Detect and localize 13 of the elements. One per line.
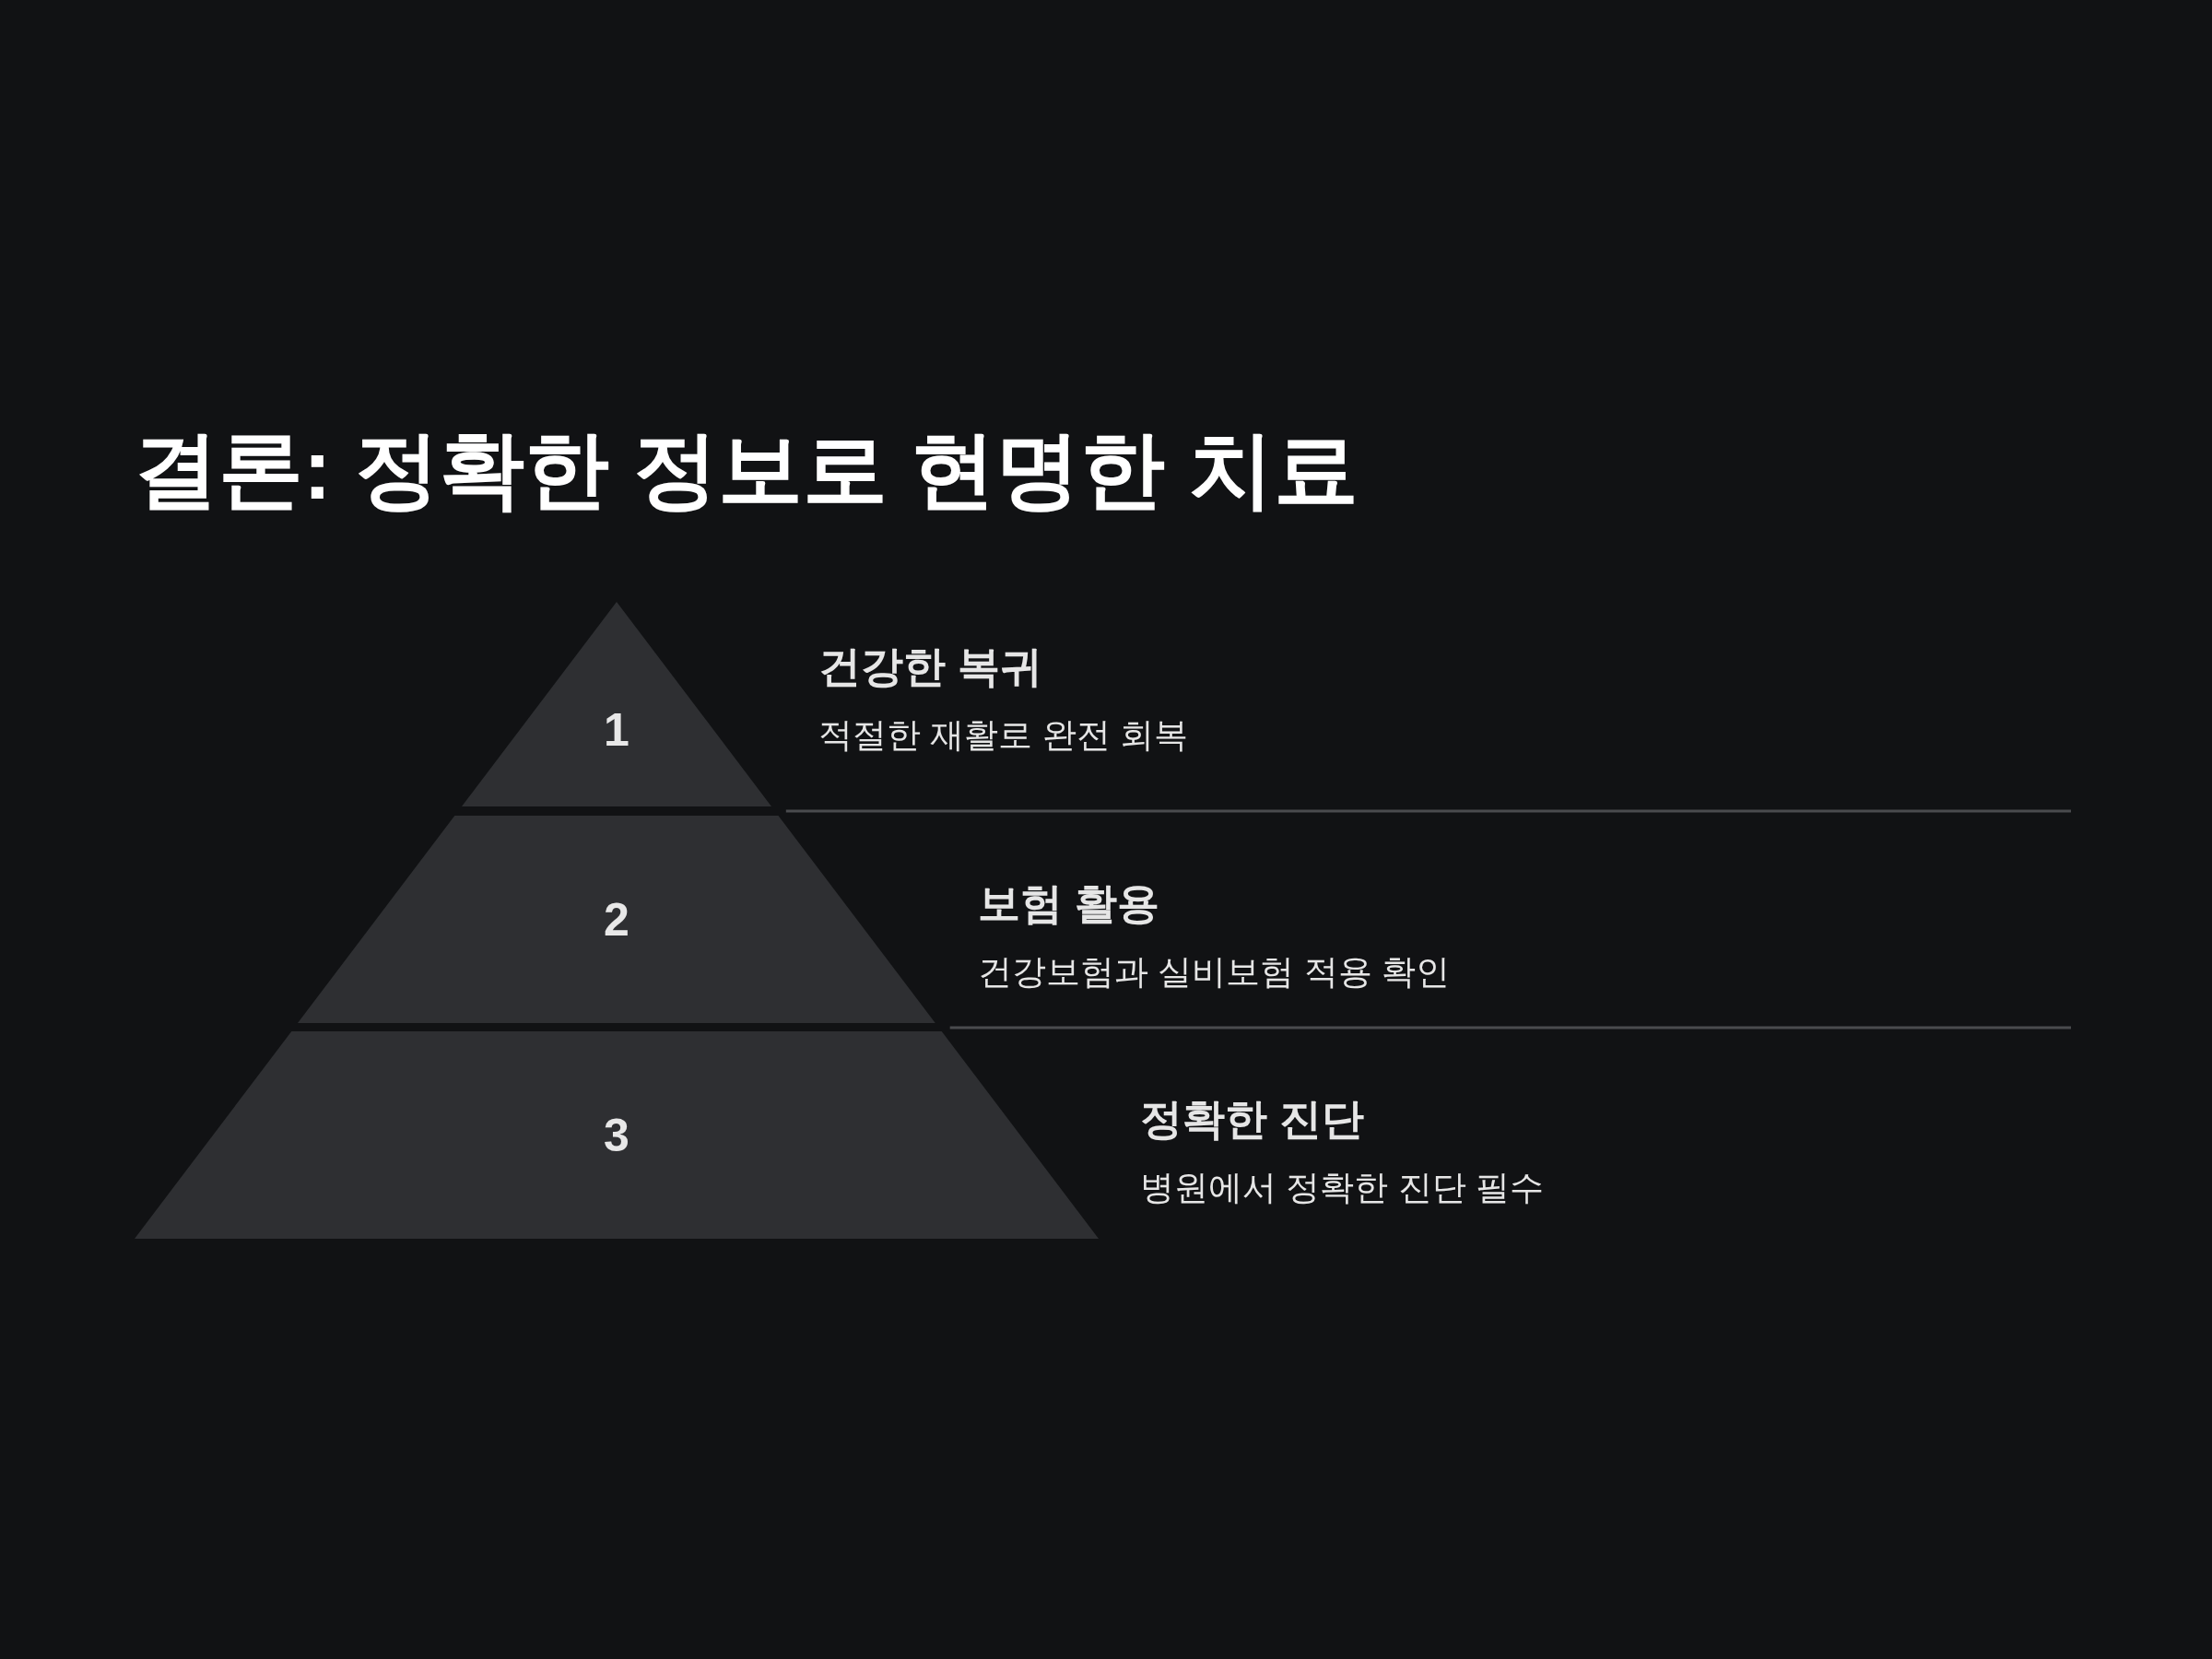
tier-heading: 정확한 진단 (1140, 1094, 1364, 1145)
tier-heading: 보험 활용 (978, 878, 1159, 929)
tier-number: 1 (604, 703, 629, 757)
title: 결론: 정확한 정보로 현명한 치료 (134, 421, 1359, 518)
tier-description: 병원에서 정확한 진단 필수 (1140, 1168, 1544, 1208)
tier-heading: 건강한 복귀 (818, 641, 1042, 692)
pyramid-tier (135, 1031, 1099, 1239)
pyramid-tier (461, 602, 771, 806)
tier-number: 2 (604, 892, 629, 947)
tier-description: 적절한 재활로 완전 회복 (818, 715, 1188, 756)
tier-description: 건강보험과 실비보험 적용 확인 (978, 952, 1450, 993)
pyramid-tier (298, 816, 935, 1023)
tier-number: 3 (604, 1108, 629, 1162)
